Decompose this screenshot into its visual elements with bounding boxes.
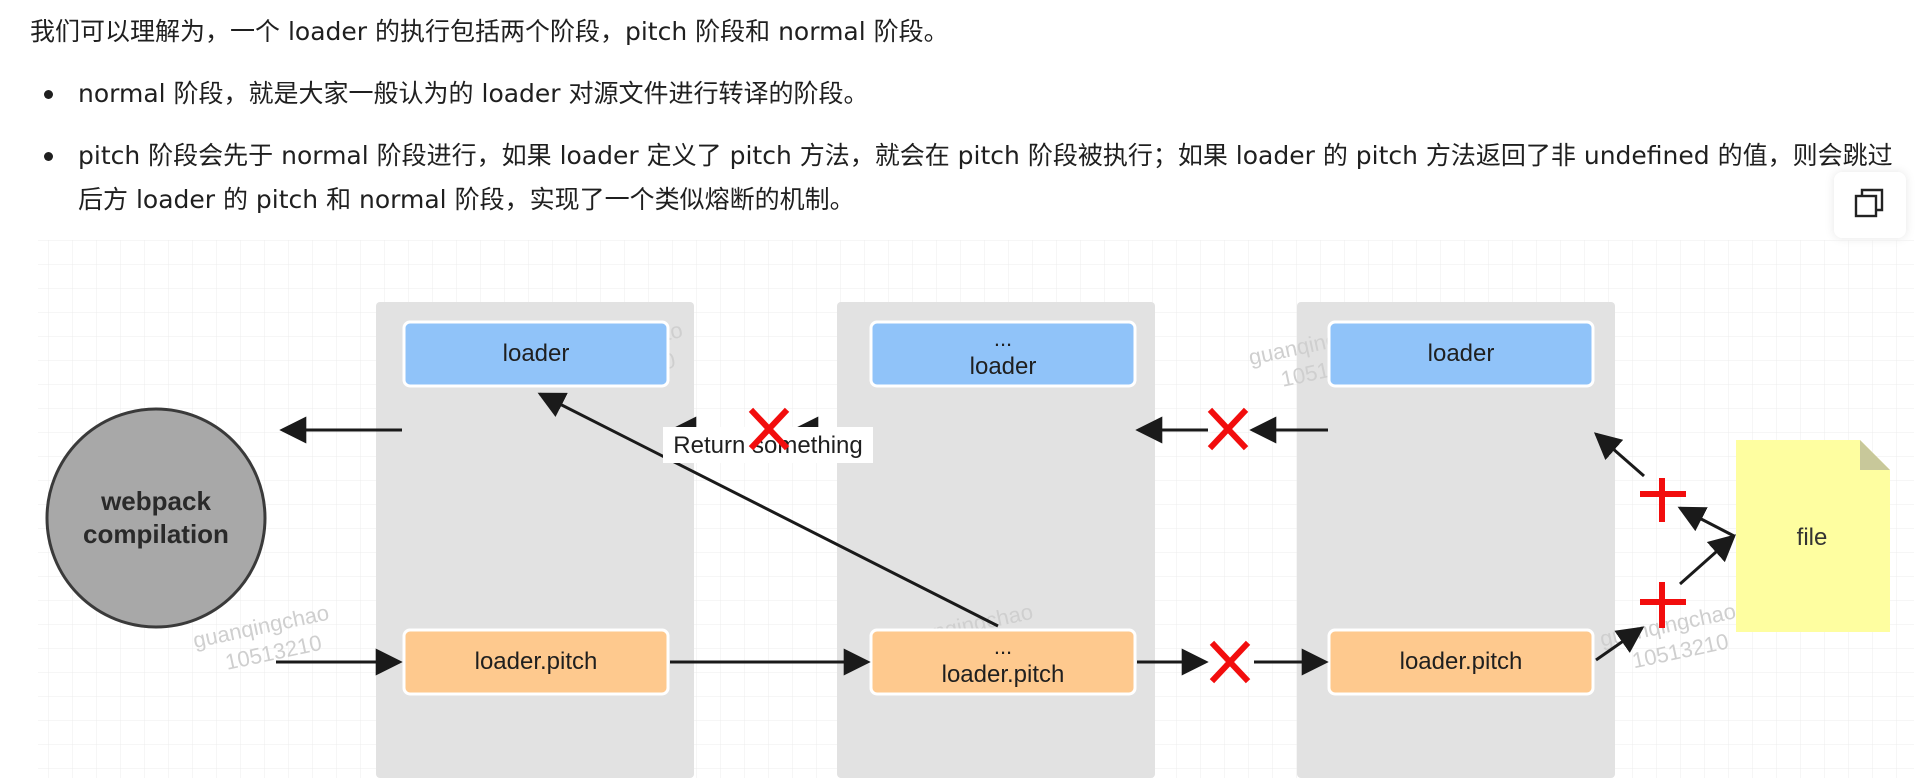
blocked-x-normal-1	[748, 407, 790, 451]
blocked-plus-marks	[1640, 478, 1686, 628]
pitch-label: loader.pitch	[942, 661, 1065, 688]
loader-box-3: loader	[1327, 320, 1595, 388]
pitch-box-1: loader.pitch	[402, 628, 670, 696]
bullet-item-normal: normal 阶段，就是大家一般认为的 loader 对源文件进行转译的阶段。	[0, 72, 1908, 134]
blocked-plus-top	[1640, 478, 1686, 522]
bullet-item-pitch: pitch 阶段会先于 normal 阶段进行，如果 loader 定义了 pi…	[0, 134, 1908, 222]
bullet-list: normal 阶段，就是大家一般认为的 loader 对源文件进行转译的阶段。 …	[0, 72, 1924, 222]
pitch-label: loader.pitch	[1400, 648, 1523, 675]
loader-box-2: ... loader	[869, 320, 1137, 388]
bullet-dot	[44, 90, 53, 99]
blocked-x-normal-2	[1207, 407, 1249, 451]
bullet-dot	[44, 152, 53, 161]
loader-label: loader	[1428, 340, 1495, 367]
intro-paragraph: 我们可以理解为，一个 loader 的执行包括两个阶段，pitch 阶段和 no…	[30, 17, 949, 46]
loader-label: loader	[970, 353, 1037, 380]
loader-ellipsis: ...	[994, 326, 1012, 351]
loader-label: loader	[503, 340, 570, 367]
loader-box-1: loader	[402, 320, 670, 388]
bullet-text: normal 阶段，就是大家一般认为的 loader 对源文件进行转译的阶段。	[78, 79, 869, 108]
svg-text:Return something: Return something	[673, 432, 862, 459]
blocked-marks	[748, 407, 1251, 684]
pitch-box-2: ... loader.pitch	[869, 628, 1137, 696]
copy-button[interactable]	[1834, 172, 1906, 238]
loader-pitch-diagram: guanqingchao 10513210 guanqingchao 10513…	[38, 240, 1914, 778]
pitch-box-3: loader.pitch	[1327, 628, 1595, 696]
blocked-plus-bottom	[1640, 582, 1686, 628]
pitch-ellipsis: ...	[994, 634, 1012, 659]
copy-icon	[1854, 188, 1884, 218]
compilation-label-line2: compilation	[83, 519, 229, 549]
bullet-text: pitch 阶段会先于 normal 阶段进行，如果 loader 定义了 pi…	[78, 141, 1893, 214]
pitch-label: loader.pitch	[475, 648, 598, 675]
file-label: file	[1797, 524, 1828, 551]
webpack-compilation-node: webpack compilation	[45, 407, 267, 629]
compilation-label-line1: webpack	[100, 486, 211, 516]
file-node: file	[1736, 440, 1890, 632]
blocked-x-pitch	[1209, 640, 1251, 684]
